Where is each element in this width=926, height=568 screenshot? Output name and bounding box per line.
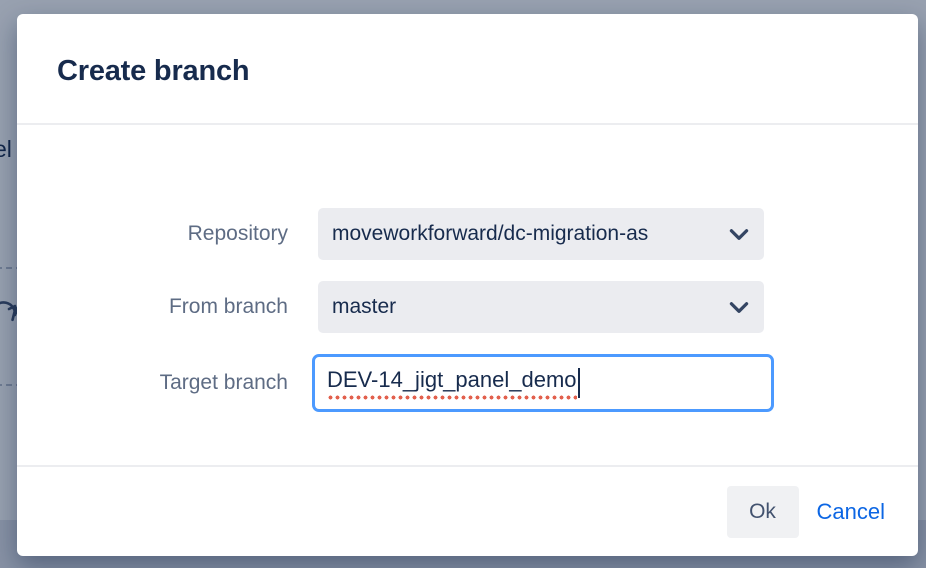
background-partial-text: el <box>0 136 12 162</box>
background-dashed-divider <box>0 384 32 386</box>
background-dashed-divider <box>0 267 32 269</box>
from-branch-field-row: From branch master <box>17 281 918 333</box>
from-branch-select-value: master <box>332 295 397 318</box>
target-branch-input-value: DEV-14_jigt_panel_demo <box>327 366 577 400</box>
dialog-body: Repository moveworkforward/dc-migration-… <box>17 125 918 465</box>
target-branch-input[interactable]: DEV-14_jigt_panel_demo <box>312 354 774 412</box>
repository-select[interactable]: moveworkforward/dc-migration-as <box>318 208 764 260</box>
chevron-down-icon <box>726 294 752 320</box>
dialog-footer: Ok Cancel <box>17 465 918 556</box>
target-branch-field-row: Target branch DEV-14_jigt_panel_demo <box>17 354 918 412</box>
text-caret <box>577 368 580 398</box>
from-branch-label: From branch <box>168 295 288 318</box>
repository-field-row: Repository moveworkforward/dc-migration-… <box>17 208 918 260</box>
repository-select-value: moveworkforward/dc-migration-as <box>332 222 649 245</box>
dialog-header: Create branch <box>17 14 918 125</box>
sync-arrow-icon <box>0 294 24 339</box>
from-branch-select[interactable]: master <box>318 281 764 333</box>
ok-button[interactable]: Ok <box>726 485 799 538</box>
cancel-button[interactable]: Cancel <box>816 498 885 524</box>
chevron-down-icon <box>726 221 752 247</box>
dialog-title: Create branch <box>57 55 250 87</box>
target-branch-label: Target branch <box>159 371 288 394</box>
create-branch-dialog: Create branch Repository moveworkforward… <box>17 14 918 556</box>
repository-label: Repository <box>187 222 288 245</box>
